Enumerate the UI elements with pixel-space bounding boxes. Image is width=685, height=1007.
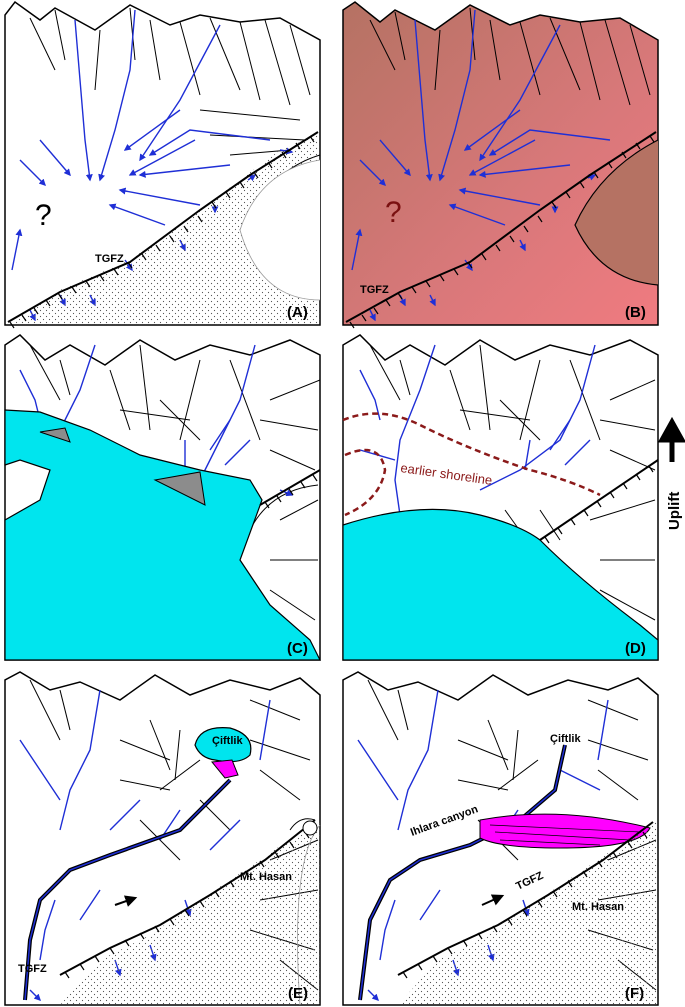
place-hasan-e: Mt. Hasan: [240, 871, 292, 883]
fault-b: [345, 131, 657, 323]
uplift-indicator: Uplift: [657, 416, 685, 530]
fault-label-a: TGFZ: [95, 253, 124, 265]
panel-label-c: (C): [287, 640, 308, 657]
panel-label-b: (B): [625, 304, 646, 321]
delta-c1: [39, 427, 71, 443]
delta-c2: [153, 471, 206, 506]
panel-c: (C): [4, 334, 321, 661]
panel-a: ? TGFZ (A): [4, 0, 321, 329]
uplift-label: Uplift: [666, 492, 683, 530]
lake-c: [4, 409, 321, 661]
place-hasan-f: Mt. Hasan: [572, 901, 624, 913]
rivers-e: [19, 689, 271, 1001]
magenta-deposit-e: [211, 759, 239, 779]
lake-ciftlik-e: [194, 727, 252, 763]
panel-label-f: (F): [625, 985, 644, 1002]
fault-a: [7, 131, 319, 323]
rivers-d: [359, 344, 596, 516]
panel-label-e: (E): [288, 985, 308, 1002]
panel-b: ? TGFZ (B): [342, 1, 659, 329]
panel-label-d: (D): [625, 640, 646, 657]
earlier-shoreline-line: [342, 412, 601, 497]
question-mark-a: ?: [35, 199, 52, 232]
panel-e: Çiftlik Mt. Hasan TGFZ (E): [4, 671, 321, 1006]
place-ciftlik-f: Çiftlik: [550, 733, 581, 745]
panel-d: earlier shoreline (D): [342, 334, 659, 661]
lake-d: [342, 508, 659, 661]
fault-label-b: TGFZ: [360, 284, 389, 296]
fault-label-e: TGFZ: [18, 963, 47, 975]
question-mark-b: ?: [385, 196, 402, 229]
panel-f: Çiftlik Mt. Hasan TGFZ Ihlara canyon (F): [342, 671, 659, 1006]
ridge-lines-d: [369, 344, 656, 621]
place-ciftlik-e: Çiftlik: [212, 735, 243, 747]
rivers-b: [351, 9, 611, 322]
panel-label-a: (A): [287, 304, 308, 321]
